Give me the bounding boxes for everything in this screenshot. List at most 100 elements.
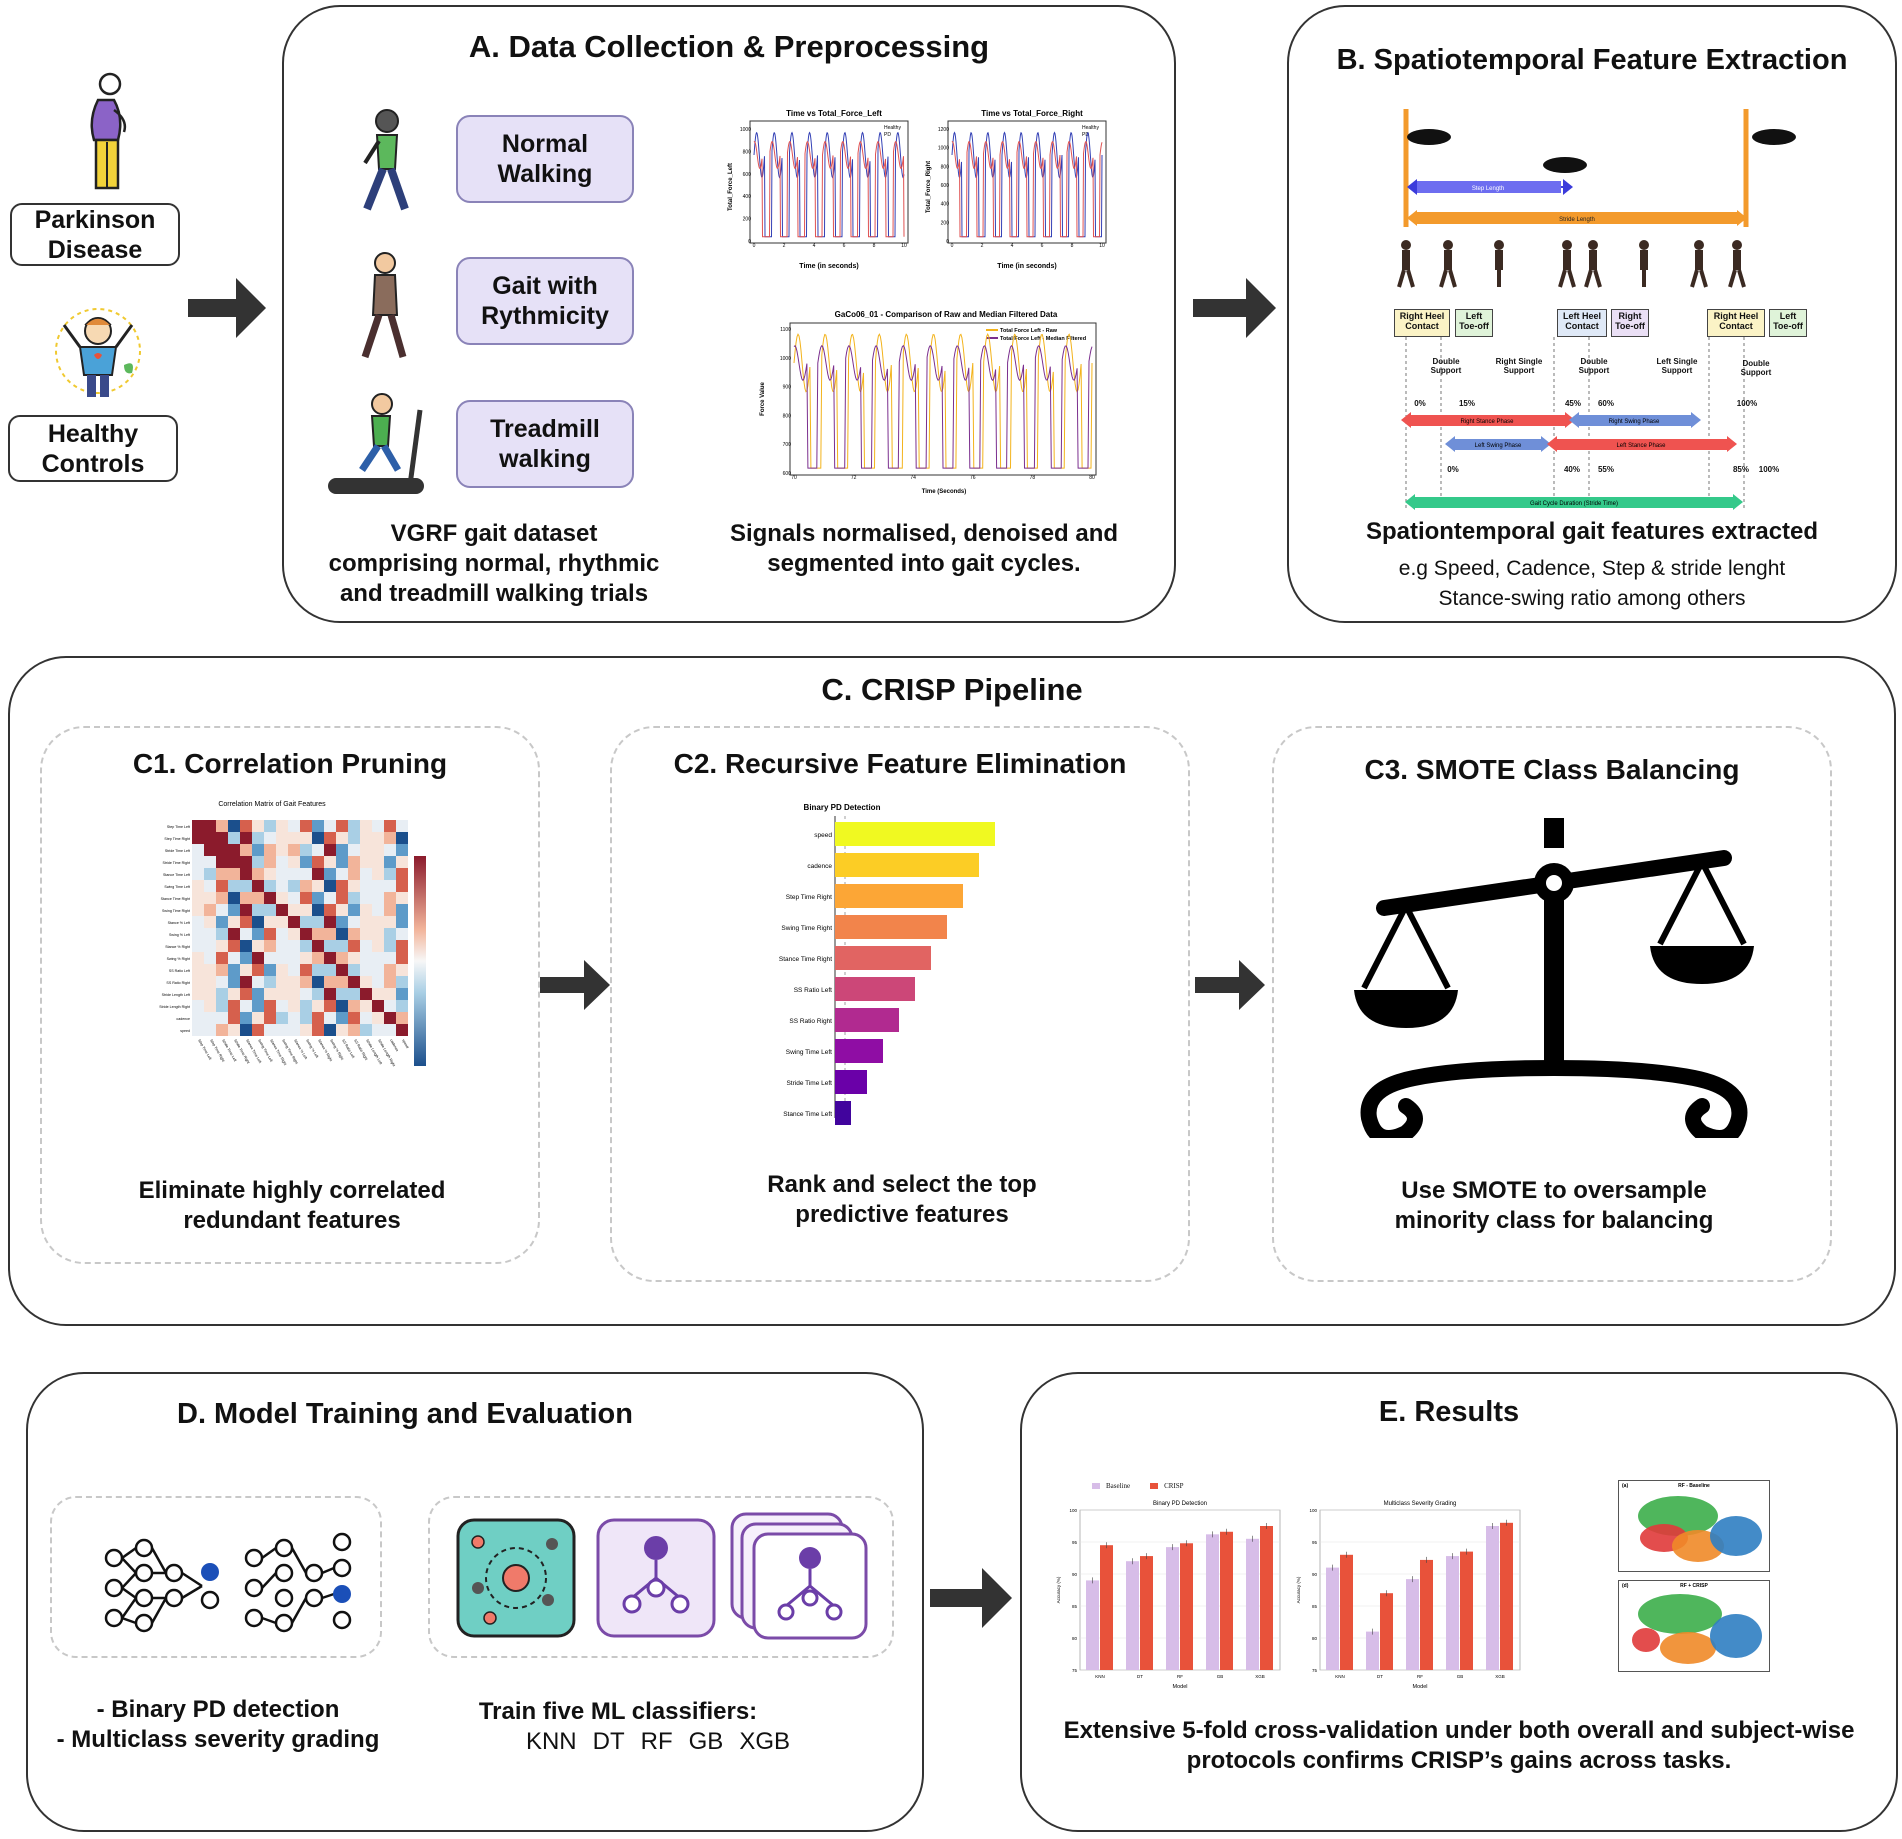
heatmap-cell (360, 916, 372, 928)
neural-network-icon (104, 1532, 352, 1633)
healthy-controls-label: Healthy Controls (8, 415, 178, 482)
stride-length-label: Stride Length (1559, 217, 1595, 223)
heatmap-cell (324, 916, 336, 928)
heatmap-cell (324, 940, 336, 952)
rfe-bar (835, 1039, 883, 1063)
y-tick-label: 200 (743, 217, 752, 223)
rfe-bar-label: SS Ratio Right (789, 1018, 832, 1025)
rfe-bar-label: Swing Time Left (786, 1049, 832, 1056)
heatmap-cell (384, 892, 396, 904)
walking-person-icon (363, 109, 409, 211)
heatmap-cell (204, 844, 216, 856)
rfe-bar (835, 1008, 899, 1032)
heatmap-cell (372, 964, 384, 976)
heatmap-cell (276, 940, 288, 952)
results-y-tick: 80 (1312, 1636, 1318, 1641)
heatmap-cell (264, 844, 276, 856)
heatmap-cell (264, 940, 276, 952)
results-bar (1420, 1559, 1433, 1670)
results-y-tick: 95 (1312, 1540, 1318, 1545)
x-tick-label: 10 (901, 243, 907, 249)
heatmap-row-label: Stance % Right (165, 945, 190, 949)
x-tick-label: 80 (1089, 475, 1095, 481)
heatmap-cell (360, 964, 372, 976)
x-tick-label: 8 (873, 243, 876, 249)
results-x-label: Model (1413, 1684, 1428, 1690)
walker-sequence-icon (1397, 240, 1746, 288)
pct-top-60: 60% (1597, 399, 1614, 408)
results-y-tick: 100 (1309, 1508, 1317, 1513)
heatmap-cell (360, 844, 372, 856)
heatmap-cell (288, 844, 300, 856)
results-x-tick: XGB (1255, 1674, 1265, 1679)
heatmap-cell (384, 916, 396, 928)
heatmap-cell (240, 1012, 252, 1024)
heatmap-cell (264, 880, 276, 892)
heatmap-cell (348, 940, 360, 952)
heatmap-cell (252, 964, 264, 976)
rfe-bar-label: speed (814, 832, 832, 839)
heatmap-row-label: Stance Time Right (161, 897, 190, 901)
force-right-plot: Time vs Total_Force_Right Total_Force_Ri… (926, 109, 1107, 270)
ensemble-trees-icon (730, 1512, 868, 1640)
heatmap-cell (252, 844, 264, 856)
heatmap-cell (288, 940, 300, 952)
heatmap-cell (276, 964, 288, 976)
heatmap-cell (336, 976, 348, 988)
heatmap-row-label: Step Time Right (164, 837, 190, 841)
plot-left-title: Time vs Total_Force_Left (786, 109, 882, 118)
heatmap-cell (204, 1012, 216, 1024)
heatmap-cell (312, 892, 324, 904)
heatmap-cell (396, 916, 408, 928)
heatmap-cell (192, 904, 204, 916)
results-y-tick: 85 (1072, 1604, 1078, 1609)
gait-cycle-duration: Gait Cycle Duration (Stride Time) (1530, 501, 1618, 507)
x-tick-label: 2 (783, 243, 786, 249)
heatmap-cell (300, 844, 312, 856)
rfe-bar (835, 884, 963, 908)
heatmap-cell (204, 976, 216, 988)
tsne-title-crisp: RF + CRISP (1680, 1583, 1708, 1589)
heatmap-cell (192, 928, 204, 940)
plot-bottom-xlabel: Time (Seconds) (922, 489, 967, 495)
heatmap-row-label: Stance % Left (168, 921, 190, 925)
heatmap-cell (312, 988, 324, 1000)
heatmap-cell (252, 820, 264, 832)
heatmap-cell (240, 964, 252, 976)
heatmap-cell (216, 892, 228, 904)
multiclass-results-chart: Multiclass Severity Grading1009590858075… (1296, 1501, 1521, 1690)
heatmap-cell (360, 940, 372, 952)
panel-feature-extraction: B. Spatiotemporal Feature Extraction Ste… (1287, 5, 1897, 623)
heatmap-cell (252, 856, 264, 868)
y-tick-label: 800 (941, 164, 950, 170)
classifier-knn: KNN (525, 1728, 577, 1755)
plot-left-ylabel: Total_Force_Left (728, 163, 734, 211)
heatmap-cell (324, 856, 336, 868)
heatmap-cell (312, 820, 324, 832)
heatmap-cell (216, 964, 228, 976)
task-binary: - Binary PD detection (96, 1696, 340, 1723)
heatmap-cell (324, 976, 336, 988)
event-left-toe-off: Left Toe-off (1455, 309, 1493, 337)
results-chart-title: Binary PD Detection (1153, 1501, 1207, 1507)
heatmap-cell (228, 904, 240, 916)
binary-results-chart: Binary PD Detection1009590858075Accuracy… (1056, 1501, 1281, 1690)
heatmap-cell (372, 976, 384, 988)
heatmap-cell (240, 856, 252, 868)
heatmap-cell (300, 976, 312, 988)
heatmap-cell (372, 988, 384, 1000)
heatmap-cell (396, 988, 408, 1000)
heatmap-cell (372, 844, 384, 856)
heatmap-row-label: Stride Length Left (162, 993, 190, 997)
y-tick-label: 0 (748, 239, 751, 245)
x-tick-label: 8 (1071, 243, 1074, 249)
x-tick-label: 4 (1011, 243, 1014, 249)
heatmap-cell (300, 964, 312, 976)
heatmap-cell (300, 952, 312, 964)
panel-b-caption-title: Spationtemporal gait features extracted (1365, 518, 1819, 545)
heatmap-cell (300, 820, 312, 832)
pct-top-100: 100% (1736, 399, 1758, 408)
phase-left-stance: Left Stance Phase (1616, 443, 1666, 449)
y-tick-label: 400 (743, 194, 752, 200)
heatmap-row-label: Swing % Left (169, 933, 190, 937)
